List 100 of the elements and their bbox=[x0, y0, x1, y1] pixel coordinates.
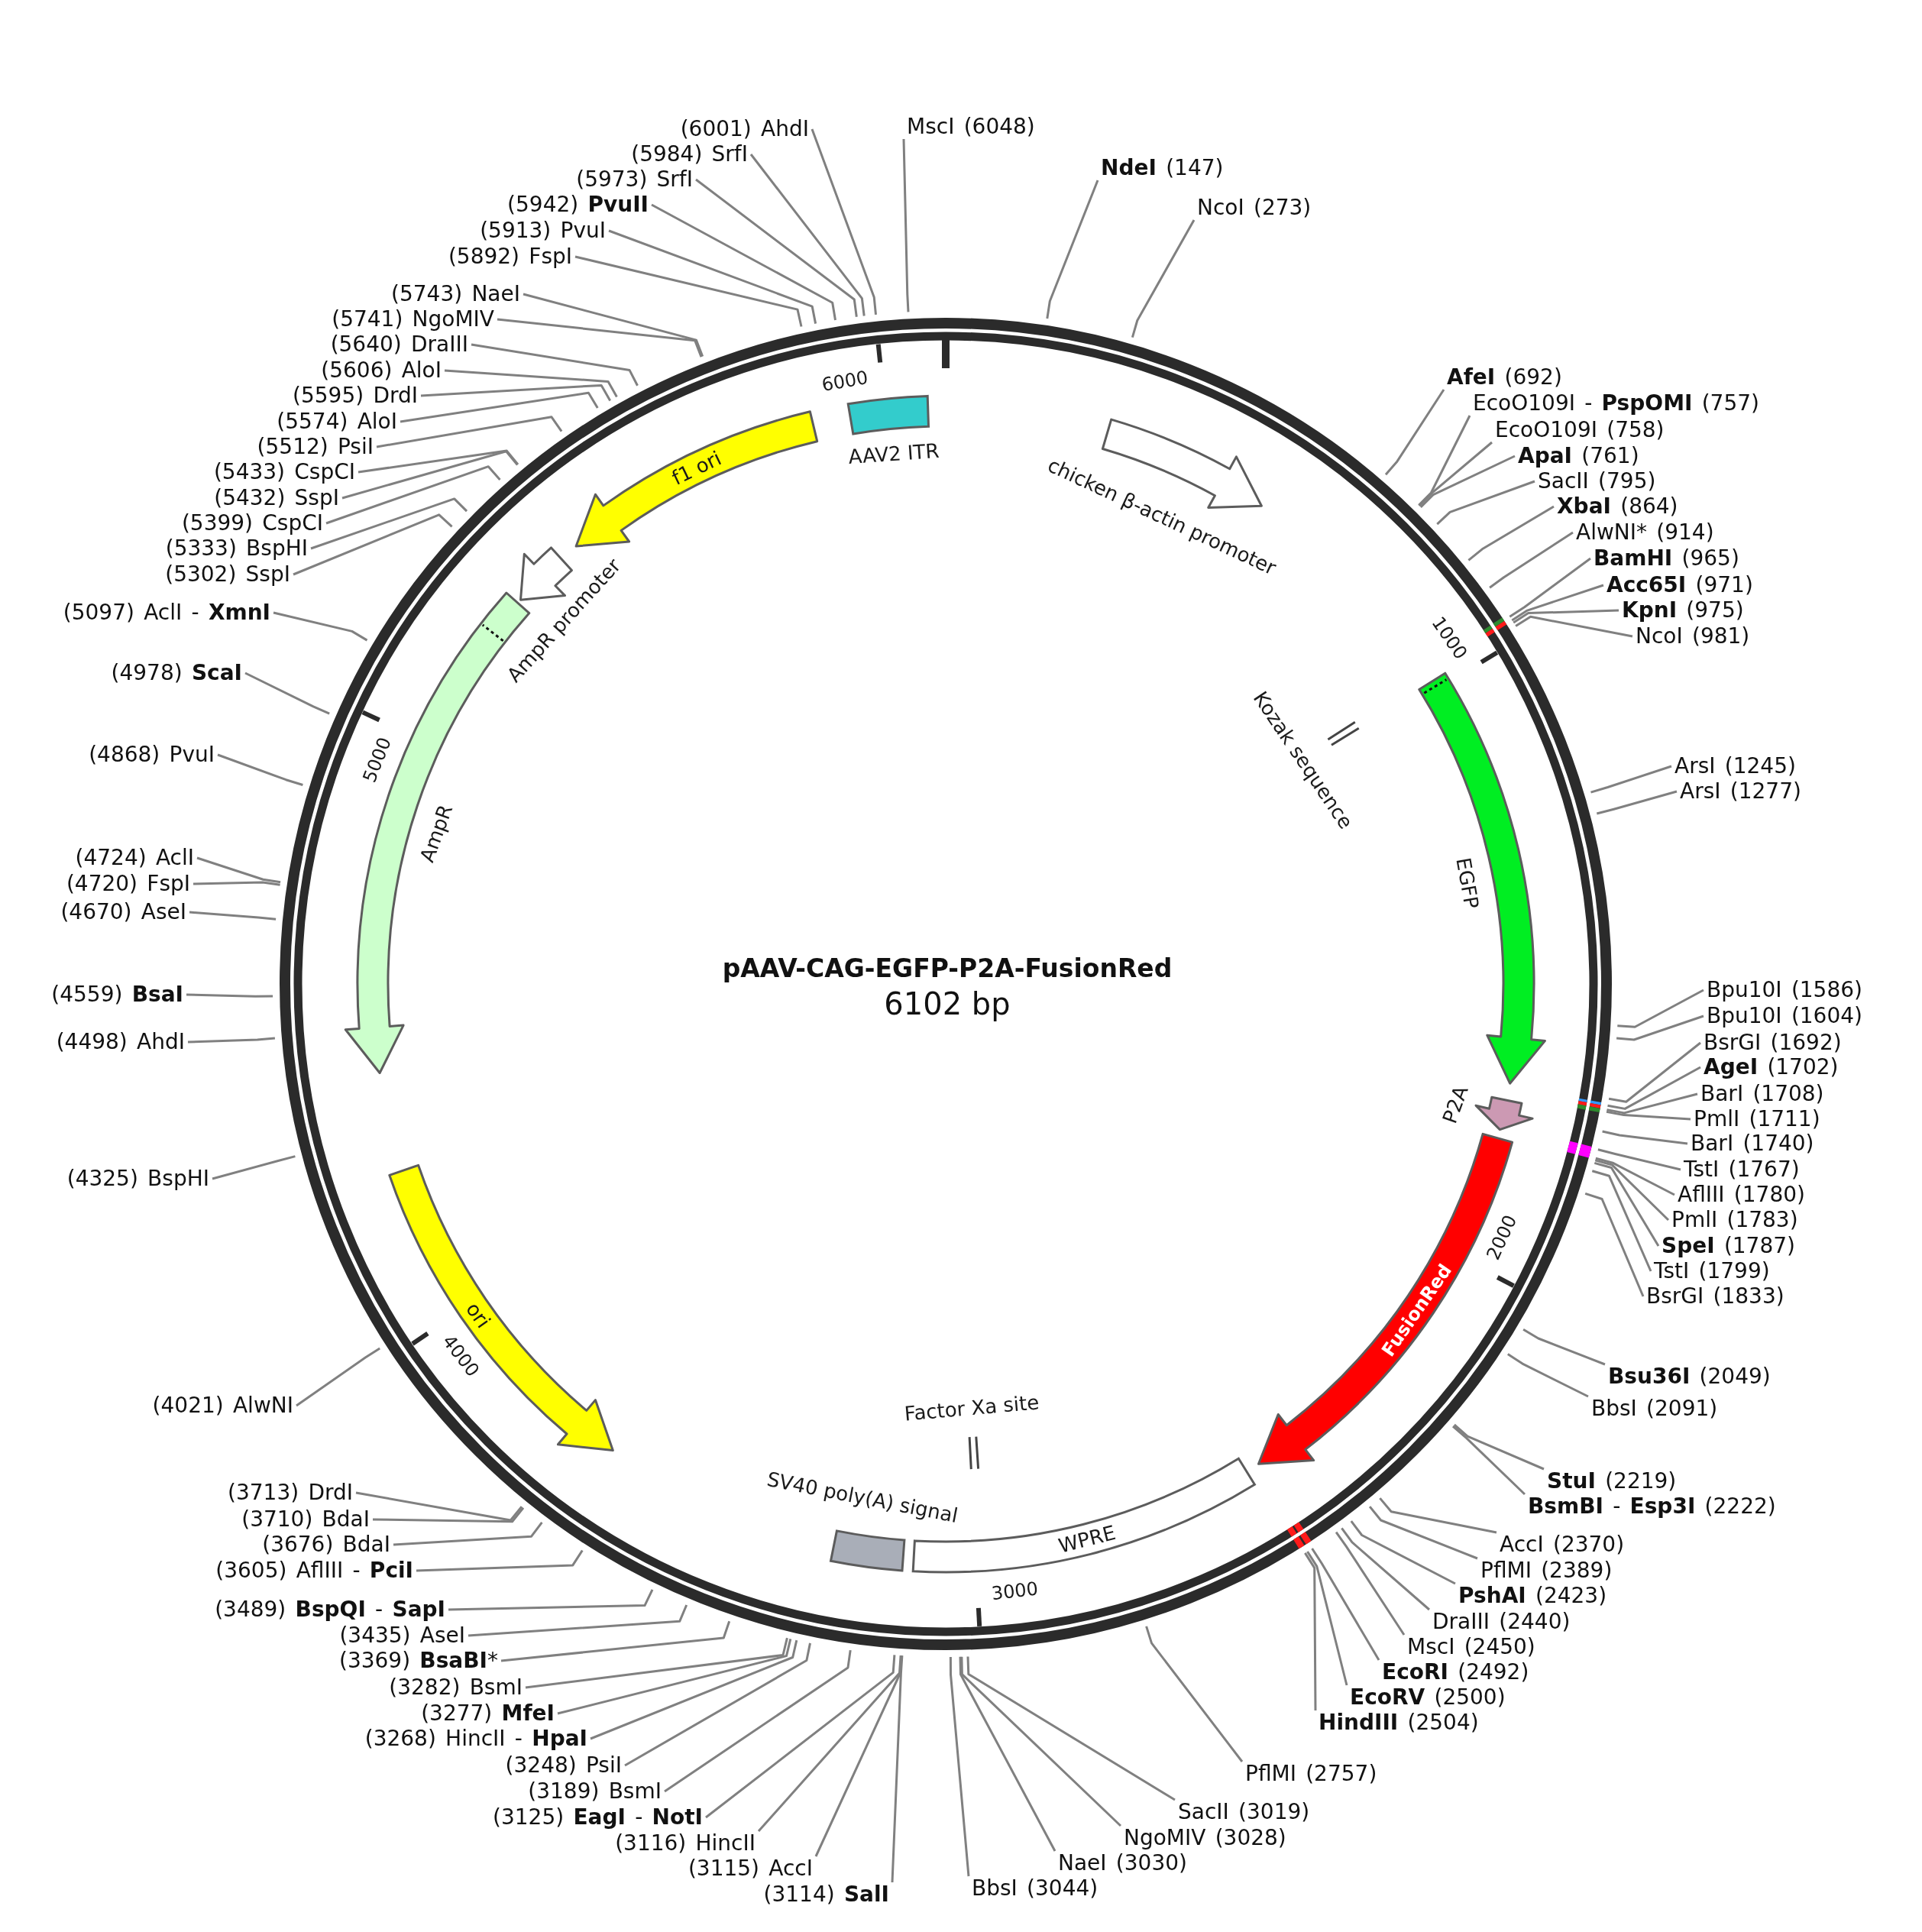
leader-line bbox=[1594, 1159, 1670, 1222]
enzyme-site-label: SacII (795) bbox=[1535, 469, 1659, 494]
leader-line bbox=[1597, 1148, 1681, 1171]
leader-line bbox=[420, 383, 611, 402]
leader-line bbox=[1607, 1066, 1701, 1110]
enzyme-site-label: (5302) SspI bbox=[162, 562, 293, 587]
leader-line bbox=[1335, 1531, 1406, 1636]
leader-line bbox=[293, 513, 453, 576]
enzyme-site-label: ArsI (1245) bbox=[1671, 754, 1799, 778]
enzyme-site-label: (5574) AloI bbox=[273, 409, 400, 434]
leader-line bbox=[193, 881, 280, 886]
leader-line bbox=[960, 1656, 1122, 1827]
leader-line bbox=[1436, 480, 1535, 526]
enzyme-site-label: PmlI (1711) bbox=[1691, 1107, 1823, 1131]
enzyme-site-label: (4978) ScaI bbox=[108, 661, 245, 685]
feature-label: Factor Xa site bbox=[903, 1390, 1040, 1426]
leader-line bbox=[1590, 765, 1672, 794]
enzyme-site-label: (4670) AseI bbox=[57, 900, 189, 924]
enzyme-site-label: NaeI (3030) bbox=[1055, 1851, 1190, 1875]
leader-line bbox=[341, 450, 519, 500]
enzyme-site-label: AflIII (1780) bbox=[1674, 1183, 1808, 1207]
enzyme-site-label: (3277) MfeI bbox=[418, 1701, 558, 1726]
enzyme-site-label: EcoO109I - PspOMI (757) bbox=[1470, 391, 1762, 416]
leader-line bbox=[186, 993, 273, 998]
leader-line bbox=[1594, 1161, 1660, 1247]
leader-line bbox=[590, 1639, 798, 1740]
leader-line bbox=[814, 1655, 903, 1857]
leader-line bbox=[1341, 1527, 1430, 1611]
leader-line bbox=[902, 138, 910, 312]
enzyme-site-label: (3489) BspQI - SapI bbox=[212, 1597, 448, 1622]
enzyme-site-label: Bpu10I (1604) bbox=[1704, 1004, 1865, 1028]
enzyme-site-label: (5399) CspCI bbox=[178, 511, 326, 536]
enzyme-site-label: (5333) BspHI bbox=[162, 536, 311, 561]
leader-line bbox=[525, 1637, 788, 1689]
leader-line bbox=[187, 1037, 276, 1044]
leader-line bbox=[444, 369, 618, 398]
plasmid-length: 6102 bp bbox=[884, 986, 1011, 1021]
leader-line bbox=[1522, 1328, 1606, 1366]
directional-feature: f1 ori bbox=[574, 410, 819, 548]
enzyme-site-label: MscI (6048) bbox=[904, 115, 1038, 139]
leader-line bbox=[1046, 180, 1099, 319]
leader-line bbox=[393, 1521, 543, 1546]
leader-line bbox=[376, 416, 563, 448]
leader-line bbox=[1452, 1425, 1526, 1496]
leader-line bbox=[757, 1655, 902, 1832]
leader-line bbox=[574, 255, 803, 327]
leader-line bbox=[1379, 1497, 1497, 1534]
leader-line bbox=[358, 449, 519, 474]
enzyme-site-label: (3605) AflIII - PciI bbox=[212, 1558, 416, 1583]
enzyme-site-label: (3125) EagI - NotI bbox=[490, 1805, 706, 1830]
enzyme-site-label: NgoMIV (3028) bbox=[1121, 1826, 1289, 1850]
enzyme-site-label: EcoRV (2500) bbox=[1347, 1685, 1509, 1710]
enzyme-site-label: (5606) AloI bbox=[318, 358, 445, 383]
leader-line bbox=[1595, 1157, 1675, 1196]
enzyme-site-label: PshAI (2423) bbox=[1455, 1584, 1610, 1608]
leader-line bbox=[1602, 1130, 1688, 1145]
leader-line bbox=[664, 1649, 852, 1793]
leader-line bbox=[1453, 1423, 1545, 1471]
enzyme-site-label: (5640) DraIII bbox=[327, 332, 471, 357]
leader-line bbox=[471, 343, 639, 387]
tick-label: 3000 bbox=[990, 1578, 1040, 1605]
enzyme-site-label: KpnI (975) bbox=[1619, 598, 1747, 623]
site-mark bbox=[1326, 720, 1361, 746]
feature-label: AmpR bbox=[415, 801, 458, 866]
leader-line bbox=[1616, 1015, 1704, 1041]
leader-line bbox=[1418, 441, 1493, 507]
leader-line bbox=[1304, 1552, 1317, 1710]
enzyme-site-label: (5892) FspI bbox=[445, 244, 575, 269]
enzyme-site-label: XbaI (864) bbox=[1554, 494, 1681, 519]
enzyme-site-label: (4021) AlwNI bbox=[149, 1393, 296, 1418]
enzyme-site-label: (5973) SrfI bbox=[573, 167, 696, 192]
feature-label: EGFP bbox=[1451, 856, 1484, 911]
directional-feature bbox=[1474, 1095, 1534, 1131]
enzyme-site-label: Acc65I (971) bbox=[1603, 573, 1756, 597]
enzyme-site-label: (5984) SrfI bbox=[628, 142, 751, 167]
enzyme-site-label: BbsI (2091) bbox=[1588, 1396, 1721, 1421]
enzyme-site-label: Bpu10I (1586) bbox=[1704, 978, 1865, 1002]
leader-line bbox=[1418, 415, 1471, 506]
enzyme-site-label: Bsu36I (2049) bbox=[1605, 1364, 1774, 1389]
enzyme-site-label: (5595) DrdI bbox=[290, 383, 421, 408]
enzyme-site-label: (3676) BdaI bbox=[259, 1532, 393, 1557]
enzyme-site-label: AgeI (1702) bbox=[1700, 1055, 1842, 1079]
tick-label: 5000 bbox=[358, 734, 396, 786]
leader-line bbox=[1131, 219, 1196, 338]
enzyme-site-label: (3710) BdaI bbox=[238, 1507, 373, 1532]
leader-line bbox=[189, 911, 277, 921]
enzyme-site-label: PflMI (2757) bbox=[1242, 1762, 1380, 1786]
enzyme-site-label: ArsI (1277) bbox=[1677, 779, 1804, 804]
leader-line bbox=[557, 1638, 792, 1715]
enzyme-site-label: BarI (1708) bbox=[1697, 1082, 1827, 1106]
enzyme-site-label: (5942) PvuII bbox=[504, 193, 652, 217]
enzyme-site-label: BsrGI (1833) bbox=[1643, 1284, 1788, 1309]
enzyme-site-label: ApaI (761) bbox=[1515, 444, 1642, 468]
enzyme-site-label: NdeI (147) bbox=[1098, 156, 1227, 180]
enzyme-site-label: (4325) BspHI bbox=[63, 1167, 212, 1191]
enzyme-site-label: (5913) PvuI bbox=[477, 218, 609, 243]
directional-feature bbox=[1418, 672, 1546, 1085]
enzyme-site-label: (6001) AhdI bbox=[677, 117, 812, 141]
plasmid-name: pAAV-CAG-EGFP-P2A-FusionRed bbox=[722, 953, 1173, 984]
enzyme-site-label: (3116) HincII bbox=[612, 1831, 759, 1856]
